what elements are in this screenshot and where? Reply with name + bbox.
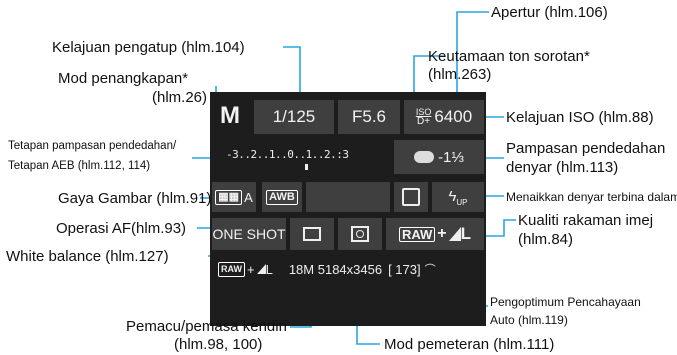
busy-icon: ⌒ — [424, 264, 436, 276]
flash-comp-value: -1⅓ — [438, 148, 464, 166]
iso-icon: ISO — [415, 107, 432, 117]
status-raw-icon: RAW — [218, 261, 245, 277]
label-kelajuan-pengatup: Kelajuan pengatup (hlm.104) — [52, 39, 245, 56]
label-pampasan-denyar-1: Pampasan pendedahan — [506, 140, 666, 157]
label-pengoptimum-1: Pengoptimum Pencahayaan — [490, 295, 641, 309]
flash-up-icon: ϟUP — [448, 187, 468, 207]
auto-lighting-optimizer-icon — [402, 188, 420, 206]
label-tetapan-1: Tetapan pampasan pendedahan/ — [8, 140, 177, 152]
shooting-mode-value: M — [220, 102, 240, 129]
highlight-tone-priority-icon: D+ — [417, 116, 431, 127]
af-mode-cell: ONE SHOT — [212, 218, 286, 250]
picture-style-value: A — [244, 189, 253, 205]
label-gaya-gambar: Gaya Gambar (hlm.91) — [58, 190, 212, 207]
quality-large-icon — [448, 227, 461, 241]
flash-raise-cell: ϟUP — [432, 182, 484, 212]
status-shots-remaining: [ 173] — [388, 261, 421, 277]
label-apertur: Apertur (hlm.106) — [491, 4, 608, 21]
iso-cell: ISO D+ 6400 — [404, 100, 484, 134]
aperture-cell: F5.6 — [338, 100, 400, 134]
picture-style-cell: ▦▦ A — [212, 182, 256, 212]
camera-lcd-panel: M 1/125 F5.6 ISO D+ 6400 -3..2..1..0..1.… — [210, 92, 486, 326]
label-mod-pemeteran: Mod pemeteran (hlm.111) — [384, 336, 555, 353]
drive-cell — [290, 218, 334, 250]
shutter-speed-cell: 1/125 — [254, 100, 334, 134]
flash-comp-cell: -1⅓ — [394, 140, 484, 174]
exposure-indicator — [305, 164, 308, 170]
line-apertur — [456, 11, 489, 98]
status-large-value: L — [265, 261, 273, 277]
exposure-scale-cell: -3..2..1..0..1..2.:3 — [212, 140, 390, 176]
label-white-balance: White balance (hlm.127) — [6, 248, 169, 265]
label-operasi-af: Operasi AF(hlm.93) — [56, 220, 187, 237]
exposure-scale: -3..2..1..0..1..2.:3 — [226, 148, 349, 161]
raw-icon: RAW — [398, 226, 436, 242]
drive-single-icon — [303, 227, 321, 241]
blank-cell — [306, 182, 390, 212]
aperture-value: F5.6 — [351, 107, 387, 126]
label-pampasan-denyar-2: denyar (hlm.113) — [506, 159, 619, 176]
label-kelajuan-iso: Kelajuan ISO (hlm.88) — [506, 109, 654, 126]
shooting-mode-cell: M — [212, 100, 248, 132]
alo-cell — [394, 182, 428, 212]
line-kelajuan-pengatup — [283, 46, 301, 98]
label-mod-penangkapan-2: (hlm.26) — [152, 89, 208, 106]
label-menaikkan-denyar: Menaikkan denyar terbina dalam — [506, 190, 677, 204]
label-kualiti-1: Kualiti rakaman imej — [518, 212, 654, 229]
label-tetapan-2: Tetapan AEB (hlm.112, 114) — [8, 160, 151, 172]
status-image-info: 18M 5184x3456 — [288, 261, 383, 277]
status-large-icon — [256, 264, 266, 274]
wb-cell: AWB — [262, 182, 302, 212]
picture-style-icon: ▦▦ — [215, 189, 243, 205]
shutter-speed-value: 1/125 — [272, 107, 316, 126]
label-mod-penangkapan-1: Mod penangkapan* — [58, 70, 189, 87]
status-bar: RAW + L 18M 5184x3456 [ 173] ⌒ — [210, 256, 486, 282]
label-keutamaan-2: (hlm.263) — [428, 66, 492, 83]
line-kualiti — [486, 219, 516, 237]
iso-value: 6400 — [434, 107, 473, 126]
quality-plus: + — [437, 225, 447, 242]
label-pengoptimum-2: Auto (hlm.119) — [490, 313, 568, 327]
quality-cell: RAW + L — [386, 218, 484, 250]
metering-cell — [338, 218, 382, 250]
label-keutamaan-1: Keutamaan ton sorotan* — [428, 48, 590, 65]
quality-large-value: L — [460, 224, 472, 243]
label-pemacu-2: (hlm.98, 100) — [174, 336, 263, 353]
flash-comp-icon — [414, 151, 435, 163]
white-balance-icon: AWB — [266, 189, 298, 205]
label-pemacu-1: Pemacu/pemasa kendiri — [126, 318, 287, 335]
label-kualiti-2: (hlm.84) — [518, 231, 574, 248]
metering-evaluative-icon — [351, 226, 369, 242]
status-quality-plus: + — [247, 261, 255, 277]
af-mode-value: ONE SHOT — [212, 226, 286, 242]
